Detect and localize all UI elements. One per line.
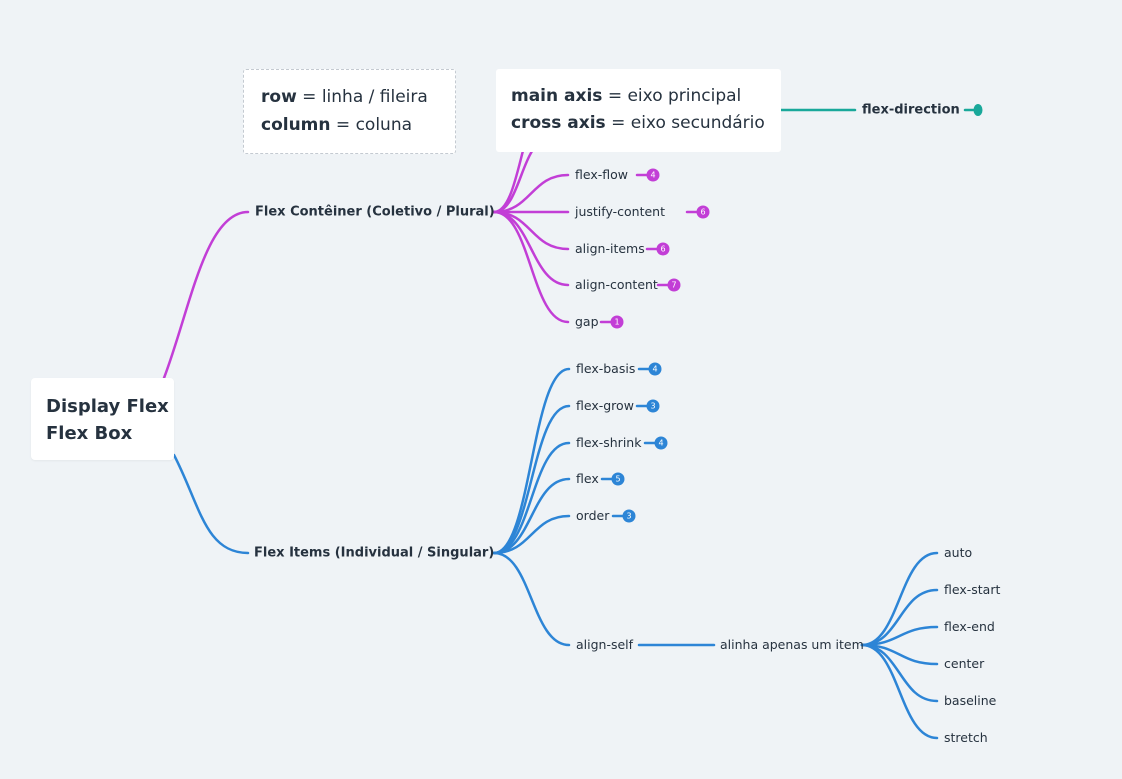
align-value-center[interactable]: center xyxy=(944,655,985,671)
column-term: column xyxy=(261,115,331,135)
flex-container-node[interactable]: Flex Contêiner (Coletivo / Plural) xyxy=(255,204,495,220)
items-child-connector xyxy=(492,477,571,555)
align-value-baseline[interactable]: baseline xyxy=(944,692,997,708)
root-title-line1: Display Flex xyxy=(46,396,169,417)
align-value-auto[interactable]: auto xyxy=(944,544,973,560)
item-prop-flex[interactable]: flex xyxy=(576,470,599,486)
container-prop-gap[interactable]: gap xyxy=(575,313,599,329)
item-prop-flex-basis[interactable]: flex-basis xyxy=(576,360,636,376)
items-align-self-connector xyxy=(492,551,571,647)
root-node[interactable]: Display Flex Flex Box xyxy=(31,378,174,460)
items-child-connector xyxy=(492,404,571,555)
collapsed-count-badge[interactable]: 4 xyxy=(648,362,662,376)
align-self-description[interactable]: alinha apenas um item xyxy=(720,636,864,652)
main-axis-definition: main axis = eixo principal xyxy=(511,86,741,106)
collapsed-count-badge[interactable]: 3 xyxy=(646,399,660,413)
container-prop-align-items[interactable]: align-items xyxy=(575,240,645,256)
root-to-items-connector xyxy=(172,453,250,555)
row-column-note[interactable]: row = linha / fileira column = coluna xyxy=(243,69,456,154)
container-prop-flex-flow[interactable]: flex-flow xyxy=(575,166,628,182)
align-value-connector xyxy=(860,551,939,647)
align-value-stretch[interactable]: stretch xyxy=(944,729,988,745)
item-prop-flex-shrink[interactable]: flex-shrink xyxy=(576,434,642,450)
align-value-connector xyxy=(860,588,939,647)
collapse-toggle-icon[interactable] xyxy=(973,104,983,116)
row-term: row xyxy=(261,87,297,107)
cross-axis-term: cross axis xyxy=(511,113,606,133)
column-definition: column = coluna xyxy=(261,115,412,135)
container-child-connector xyxy=(492,210,570,324)
align-value-flex-end[interactable]: flex-end xyxy=(944,618,995,634)
container-child-connector xyxy=(492,210,570,251)
root-title-line2: Flex Box xyxy=(46,423,133,444)
items-child-connector xyxy=(492,441,571,555)
items-child-connector xyxy=(492,367,571,555)
collapsed-count-badge[interactable]: 6 xyxy=(656,242,670,256)
container-child-connector xyxy=(492,173,570,214)
main-axis-def: = eixo principal xyxy=(602,86,742,106)
axis-note[interactable]: main axis = eixo principal cross axis = … xyxy=(496,69,781,152)
column-def: = coluna xyxy=(330,115,413,135)
container-prop-justify-content[interactable]: justify-content xyxy=(575,203,666,219)
collapsed-count-badge[interactable]: 5 xyxy=(611,472,625,486)
root-to-container-connector xyxy=(162,210,250,380)
align-value-flex-start[interactable]: flex-start xyxy=(944,581,1001,597)
collapsed-count-badge[interactable]: 3 xyxy=(622,509,636,523)
flex-items-node[interactable]: Flex Items (Individual / Singular) xyxy=(254,545,495,561)
cross-axis-definition: cross axis = eixo secundário xyxy=(511,113,765,133)
container-prop-align-content[interactable]: align-content xyxy=(575,276,658,292)
items-child-connector xyxy=(492,514,571,555)
align-value-connector xyxy=(860,643,939,740)
collapsed-count-badge[interactable]: 1 xyxy=(610,315,624,329)
collapsed-count-badge[interactable]: 4 xyxy=(654,436,668,450)
item-prop-order[interactable]: order xyxy=(576,507,610,523)
row-def: = linha / fileira xyxy=(296,87,428,107)
item-prop-flex-grow[interactable]: flex-grow xyxy=(576,397,634,413)
row-definition: row = linha / fileira xyxy=(261,87,428,107)
collapsed-count-badge[interactable]: 6 xyxy=(696,205,710,219)
align-self-node[interactable]: align-self xyxy=(576,636,634,652)
collapsed-count-badge[interactable]: 4 xyxy=(646,168,660,182)
collapsed-count-badge[interactable]: 7 xyxy=(667,278,681,292)
flex-direction-node[interactable]: flex-direction xyxy=(862,102,960,118)
main-axis-term: main axis xyxy=(511,86,603,106)
cross-axis-def: = eixo secundário xyxy=(605,113,765,133)
